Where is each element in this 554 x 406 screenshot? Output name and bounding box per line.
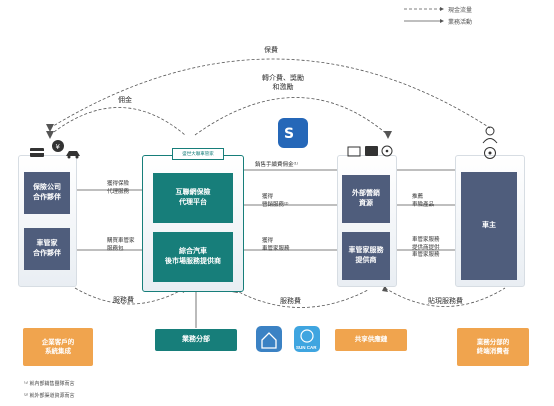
app-icon-top [278, 118, 308, 148]
arc-service-mid [234, 289, 369, 308]
label-get-marketing: 獲得 營銷服務⁽²⁾ [262, 194, 289, 208]
consumers-box: 業務分部的 終端消費者 [457, 328, 529, 366]
user-body [482, 138, 498, 144]
arc-commission [49, 107, 186, 136]
end-user-box: 車主 [461, 172, 517, 280]
label-ins-pay: 獲得保險 代理服務 [107, 181, 130, 195]
steering-icon-right [381, 145, 393, 157]
arc-referral-head [384, 131, 392, 139]
car-steward-box: 車管家 合作夥伴 [24, 228, 70, 270]
label-referral: 轉介費、獎勵 和激勵 [262, 75, 304, 92]
arc-referral [194, 97, 389, 136]
suncar-glyph [300, 329, 314, 343]
center-logo: 盛世大聯車管家 [172, 148, 224, 160]
yen-coin-icon [52, 140, 64, 152]
provider-box: 綜合汽車 後市場服務提供商 [153, 232, 233, 282]
legend-business-label: 業務活動 [448, 20, 473, 26]
card-stripe [30, 151, 44, 153]
steering-hub-user [488, 151, 492, 155]
label-discount: 貼現服務費 [428, 298, 463, 305]
label-get-car-service: 獲得 車管家服務 [262, 238, 290, 252]
arc-service-left [74, 287, 186, 305]
label-recommend: 推薦 車險產品 [412, 194, 435, 208]
arc-discount-head [382, 285, 388, 292]
car-wheel-2 [75, 155, 79, 159]
label-premium: 保費 [264, 47, 278, 54]
label-service-left: 服務費 [113, 297, 134, 304]
legend-cash-label: 現金流量 [448, 8, 473, 14]
arc-premium [49, 58, 491, 129]
label-service-mid: 服務費 [280, 298, 301, 305]
shared-service-box: 共享供應鏈 [335, 329, 407, 351]
insurer-box: 保險公司 合作夥伴 [24, 172, 70, 214]
arc-discount [384, 287, 506, 307]
business-segment-box: 業務分部 [155, 329, 237, 351]
store-icon [365, 146, 378, 156]
arc-premium-head [46, 124, 54, 132]
app-icon-suncar [294, 326, 320, 352]
user-icon [485, 126, 495, 136]
external-box: 外部營銷 資源 [342, 175, 390, 223]
app-icon-top-glyph: S [284, 126, 294, 142]
center-logo-text: 盛世大聯車管家 [182, 151, 214, 156]
label-car-pay: 購買車管家 服務包 [107, 238, 135, 252]
label-service-right: 車管家服務 提供商提供 車管家服務 [412, 237, 440, 259]
legend-business-arrow [440, 19, 444, 23]
label-commission: 佣金 [118, 97, 132, 104]
car-wheel-1 [67, 155, 71, 159]
arc-commission-head [46, 131, 54, 139]
car-service-box: 車管家服務 提供商 [342, 232, 390, 280]
steering-icon-user [484, 147, 496, 159]
enterprise-box: 企業客戶的 系統集成 [23, 328, 93, 366]
shop-icon [347, 146, 361, 157]
car-icon [66, 151, 80, 156]
label-referral-top: 銷售手續費佣金⁽¹⁾ [255, 162, 299, 168]
yen-symbol: ¥ [56, 143, 61, 151]
footnote-1: ⁽¹⁾ 就內部銷售團隊而言 [24, 381, 75, 387]
steering-hub-right [385, 149, 389, 153]
footnote-2: ⁽²⁾ 就外部渠道資源而言 [24, 393, 75, 399]
suncar-label: SUN CAR [296, 345, 317, 350]
platform-box: 互聯網保險 代理平台 [153, 173, 233, 223]
home-glyph [261, 332, 277, 349]
legend-cash-arrow [440, 7, 444, 11]
